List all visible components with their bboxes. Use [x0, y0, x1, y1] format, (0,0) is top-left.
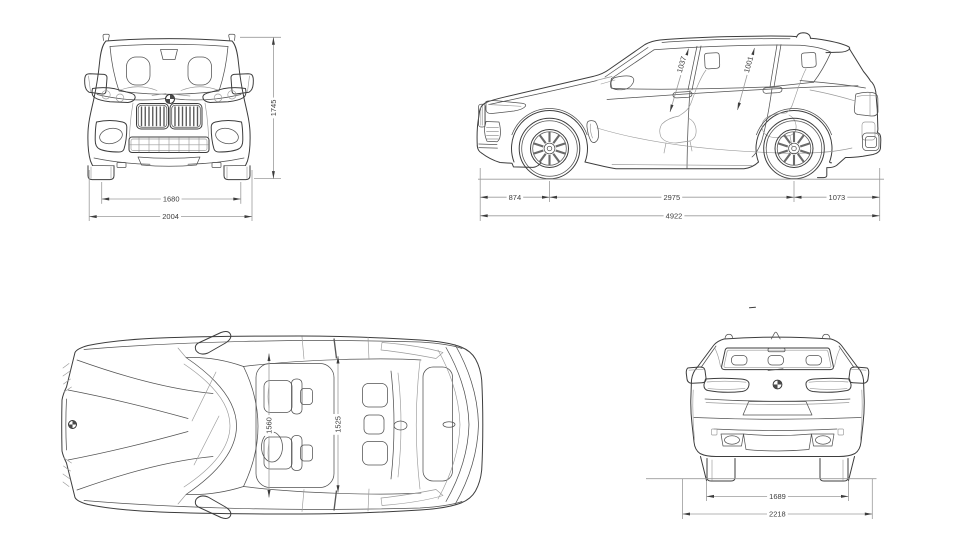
svg-text:2218: 2218 [769, 510, 786, 519]
svg-text:1680: 1680 [163, 195, 180, 204]
svg-text:1073: 1073 [829, 193, 846, 202]
svg-text:1525: 1525 [334, 416, 343, 433]
svg-text:2975: 2975 [663, 193, 680, 202]
svg-text:1001: 1001 [742, 55, 755, 74]
svg-text:4922: 4922 [666, 211, 683, 220]
svg-text:874: 874 [509, 193, 522, 202]
svg-text:1745: 1745 [269, 100, 278, 117]
svg-text:1037: 1037 [675, 55, 688, 74]
svg-text:2004: 2004 [162, 212, 179, 221]
svg-text:1560: 1560 [265, 417, 274, 434]
svg-text:1689: 1689 [769, 492, 786, 501]
